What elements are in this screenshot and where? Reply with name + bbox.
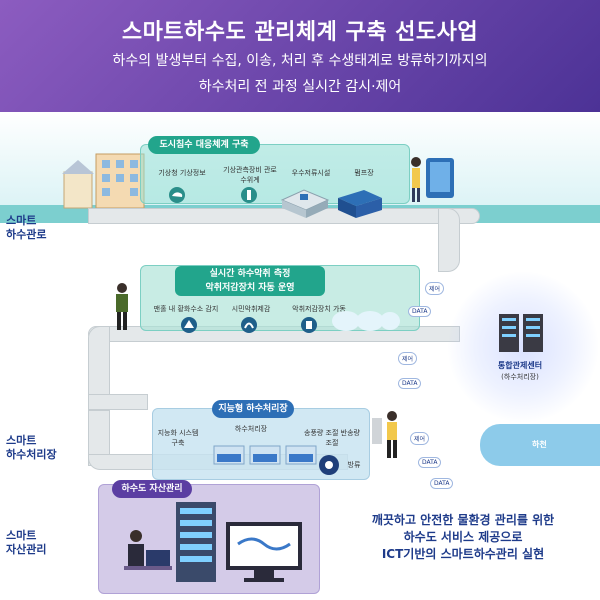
- river: [480, 424, 600, 466]
- sewer-pipe-right-1: [438, 208, 460, 272]
- worker-icon: [116, 283, 128, 330]
- bottom-note-line3: ICT기반의 스마트하수관리 실현: [381, 547, 545, 561]
- header: 스마트하수도 관리체계 구축 선도사업 하수의 발생부터 수집, 이송, 처리 …: [0, 0, 600, 112]
- sewer-pipe-mid-2: [88, 394, 148, 410]
- manhole-h2s-label: 맨홀 내 황화수소 감지: [153, 305, 219, 313]
- gauge-icon: [241, 187, 257, 203]
- data-label-4: DATA: [430, 478, 454, 489]
- desk-worker-icon: [124, 530, 172, 570]
- bottom-note: 깨끗하고 안전한 물환경 관리를 위한 하수도 서비스 제공으로 ICT기반의 …: [336, 512, 590, 563]
- storage-facility-label: 우수저류시설: [291, 169, 331, 177]
- citizen-odor-label: 시민악취제감: [231, 305, 271, 313]
- plant-label: 하수처리장: [234, 425, 268, 433]
- cloud-rain-icon: [169, 187, 185, 203]
- asset-label-line1: 스마트: [6, 529, 37, 542]
- treatment-label-line1: 스마트: [6, 434, 37, 447]
- sewage-odor-tag-line1: 실시간 하수악취 측정: [209, 269, 291, 279]
- odor-reduction-icon: [301, 317, 317, 333]
- river-label: 하천: [532, 440, 547, 449]
- weather-info-label: 기상청 기상정보: [158, 169, 206, 177]
- asset-management-tag: 하수도 자산관리: [112, 480, 192, 498]
- control-center-title: 통합관제센터: [497, 361, 543, 370]
- server-icon: [499, 314, 543, 352]
- treatment-tank-icon: [213, 445, 317, 465]
- urban-flood-tag: 도시침수 대응체계 구축: [148, 136, 260, 154]
- pump-station-label: 펌프장: [354, 169, 374, 177]
- sewer-side-label: 스마트 하수관로: [6, 214, 76, 242]
- manhole-sensor-icon: [181, 317, 197, 333]
- control-label-2: 제어: [398, 352, 418, 365]
- blower-icon: [319, 455, 339, 475]
- page-title: 스마트하수도 관리체계 구축 선도사업: [121, 20, 479, 45]
- sewer-label-line2: 하수관로: [6, 228, 47, 241]
- monitor-icon: [226, 522, 302, 582]
- control-label-3: 제어: [410, 432, 430, 445]
- plant-worker-icon: [372, 411, 397, 458]
- sewage-odor-tag-line2: 악취저감장치 자동 운영: [205, 283, 295, 293]
- house-icon: [62, 153, 145, 209]
- asset-label-line2: 자산관리: [6, 543, 47, 556]
- subtitle-line-2: 하수처리 전 과정 실시간 감시·제어: [198, 79, 402, 95]
- odor-device-label: 악취저감장치 가동: [292, 305, 346, 313]
- data-label-1: DATA: [408, 306, 432, 317]
- treatment-side-label: 스마트 하수처리장: [6, 434, 76, 462]
- control-label-1: 제어: [425, 282, 445, 295]
- intelligent-system-label: 지능화 시스템구축: [157, 429, 199, 447]
- server-rack-icon: [176, 502, 216, 582]
- data-label-2: DATA: [398, 378, 422, 389]
- asset-side-label: 스마트 자산관리: [6, 529, 76, 557]
- bottom-note-line2: 하수도 서비스 제공으로: [403, 530, 523, 544]
- discharge-label: 방류: [347, 461, 361, 469]
- data-label-3: DATA: [418, 457, 442, 468]
- smart-plant-tag: 지능형 하수처리장: [212, 400, 294, 418]
- phone-icon: [411, 157, 454, 202]
- control-center-subtitle: (하수처리장): [501, 373, 539, 381]
- treatment-label-line2: 하수처리장: [6, 448, 57, 461]
- storage-tank-icon: [280, 189, 330, 218]
- pump-station-icon: [338, 190, 382, 218]
- subtitle-line-1: 하수의 발생부터 수집, 이송, 처리 후 수생태계로 방류하기까지의: [112, 53, 488, 69]
- header-band: [0, 0, 600, 112]
- air-return-label: 송풍량 조절 반송량 조절: [304, 429, 360, 447]
- sewage-odor-tag: 실시간 하수악취 측정 악취저감장치 자동 운영: [175, 266, 325, 296]
- sewer-label-line1: 스마트: [6, 214, 37, 227]
- gauge-label: 기상관측장비 관로 수위계: [223, 166, 277, 184]
- bottom-note-line1: 깨끗하고 안전한 물환경 관리를 위한: [371, 513, 555, 527]
- sprinkler-icon: [332, 311, 400, 331]
- odor-icon: [241, 317, 257, 333]
